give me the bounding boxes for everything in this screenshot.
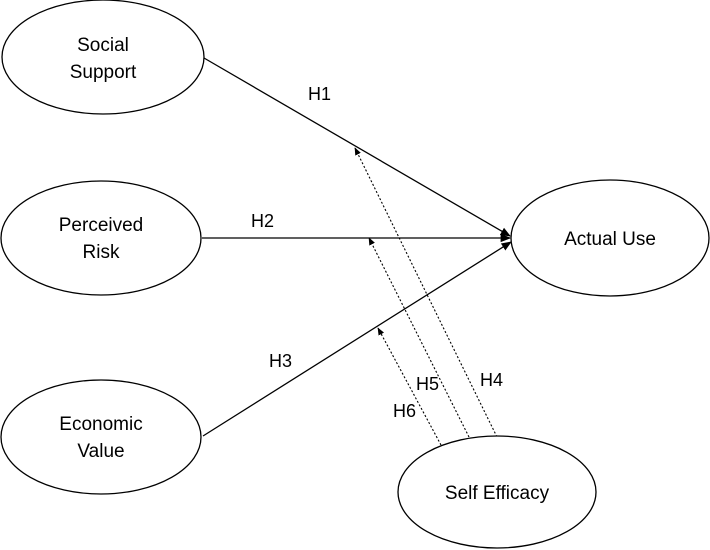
node-self-efficacy: Self Efficacy — [397, 435, 597, 549]
node-self-efficacy-label: Self Efficacy — [445, 483, 550, 504]
edge-h4-moderation — [354, 147, 498, 438]
edge-economic-value-to-actual-use — [202, 241, 512, 437]
edge-label-h6: H6 — [393, 401, 416, 421]
node-social-support-line1: Social — [77, 35, 129, 56]
edge-social-support-to-actual-use — [203, 57, 511, 237]
node-actual-use-label: Actual Use — [564, 229, 656, 250]
edge-h5-moderation — [368, 237, 470, 438]
node-economic-value: Economic Value — [0, 379, 202, 495]
node-perceived-risk-line2: Risk — [83, 242, 120, 263]
node-social-support-line2: Support — [70, 62, 137, 83]
edge-label-h1: H1 — [308, 84, 331, 104]
node-economic-value-line1: Economic — [59, 414, 142, 435]
edge-label-h5: H5 — [416, 374, 439, 394]
edge-label-h4: H4 — [480, 370, 503, 390]
node-actual-use: Actual Use — [510, 179, 710, 297]
node-perceived-risk: Perceived Risk — [0, 180, 202, 296]
edge-label-h2: H2 — [251, 211, 274, 231]
node-economic-value-line2: Value — [77, 441, 124, 462]
node-social-support: Social Support — [1, 0, 205, 115]
node-perceived-risk-line1: Perceived — [59, 215, 144, 236]
edge-label-h3: H3 — [269, 351, 292, 371]
